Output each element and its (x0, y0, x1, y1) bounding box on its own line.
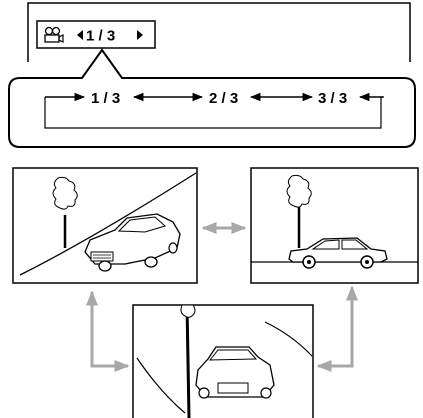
cycle-angle-1: 1 / 3 (91, 90, 120, 107)
gray-arrow-view2-view3 (316, 285, 358, 372)
car-angled-icon (84, 213, 181, 272)
tree-icon (286, 174, 312, 248)
cycle-angle-3: 3 / 3 (318, 90, 347, 107)
cycle-angle-2: 2 / 3 (209, 90, 238, 107)
view-angle-1 (12, 167, 198, 284)
screen-frame (27, 2, 411, 62)
camera-angle-icon (44, 26, 64, 43)
car-side-icon (288, 237, 388, 269)
left-triangle-icon (77, 30, 83, 40)
right-triangle-icon (137, 30, 143, 40)
callout-box (8, 48, 416, 148)
tree-icon (180, 304, 196, 418)
tree-icon (52, 176, 78, 248)
osd-box (36, 20, 156, 49)
car-top-icon (195, 346, 275, 399)
view-angle-3 (132, 304, 314, 418)
osd-angle-indicator: 1 / 3 (86, 28, 115, 45)
view-angle-2 (250, 167, 419, 284)
gray-arrow-view1-view3 (86, 290, 130, 372)
